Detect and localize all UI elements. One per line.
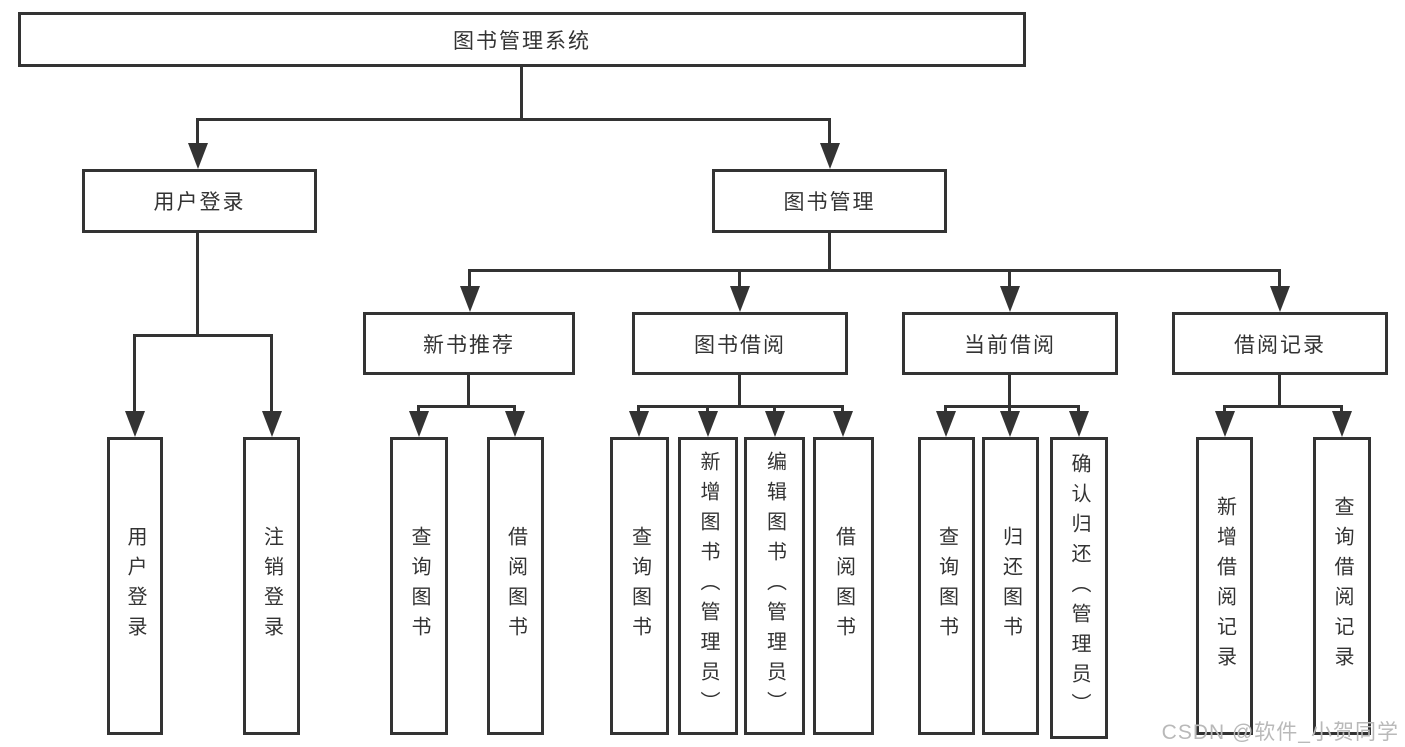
arrow-to-book-borrow-icon (730, 286, 750, 312)
leaf-rec-add-borrow-record-label: 新增借阅记录 (1213, 496, 1236, 676)
leaf-rec-add-borrow-record: 新增借阅记录 (1196, 437, 1253, 735)
connector-current-borrow-hline (944, 405, 1080, 408)
node-root-label: 图书管理系统 (453, 29, 591, 53)
leaf-bw-query-books-label: 查询图书 (628, 526, 651, 646)
connector-root-hline (196, 118, 831, 121)
node-book-borrowing: 图书借阅 (632, 312, 848, 375)
arrow-to-leaf-logout-icon (262, 411, 282, 437)
leaf-bw-borrow-books-label: 借阅图书 (832, 526, 855, 646)
leaf-rec-query-borrow-record: 查询借阅记录 (1313, 437, 1371, 735)
arrow-to-bw-query-icon (629, 411, 649, 437)
leaf-rec-query-borrow-record-label: 查询借阅记录 (1331, 496, 1353, 676)
node-borrowing-records: 借阅记录 (1172, 312, 1388, 375)
connector-stem-current-borrow (1008, 269, 1011, 289)
leaf-bw-add-books-admin-label: 新增图书（管理员） (697, 451, 719, 721)
node-book-borrowing-label: 图书借阅 (694, 333, 786, 357)
connector-book-borrow-hline (637, 405, 844, 408)
leaf-cur-return-books-label: 归还图书 (999, 526, 1022, 646)
node-user-login-label: 用户登录 (153, 191, 246, 214)
node-new-book-recommend-label: 新书推荐 (423, 333, 515, 357)
leaf-user-login: 用户登录 (107, 437, 163, 735)
connector-stem-leaf-user-login (133, 334, 136, 414)
watermark: CSDN @软件_小贺同学 (1161, 721, 1399, 744)
connector-new-book-stem (467, 375, 470, 408)
connector-stem-cur-query (944, 405, 947, 414)
node-user-login: 用户登录 (82, 169, 317, 233)
leaf-nb-borrow-books: 借阅图书 (487, 437, 544, 735)
node-root: 图书管理系统 (18, 12, 1026, 67)
leaf-bw-borrow-books: 借阅图书 (813, 437, 874, 735)
connector-stem-cur-return (1008, 405, 1011, 414)
arrow-to-user-login-icon (188, 143, 208, 169)
leaf-bw-edit-books-admin: 编辑图书（管理员） (744, 437, 805, 735)
arrow-to-rec-add-icon (1215, 411, 1235, 437)
connector-user-login-stem (196, 233, 199, 337)
connector-borrow-records-hline (1223, 405, 1343, 408)
connector-stem-book-borrow (738, 269, 741, 289)
arrow-to-nb-borrow-icon (505, 411, 525, 437)
arrow-to-cur-query-icon (936, 411, 956, 437)
arrow-to-rec-query-icon (1332, 411, 1352, 437)
node-book-management: 图书管理 (712, 169, 947, 233)
leaf-bw-edit-books-admin-label: 编辑图书（管理员） (763, 451, 786, 721)
connector-new-book-hline (417, 405, 516, 408)
connector-book-mgmt-hline (468, 269, 1281, 272)
arrow-to-cur-return-icon (1000, 411, 1020, 437)
connector-current-borrow-down (1008, 375, 1011, 408)
leaf-user-login-label: 用户登录 (124, 526, 146, 646)
connector-stem-nb-borrow (513, 405, 516, 414)
connector-stem-nb-query (417, 405, 420, 414)
leaf-bw-query-books: 查询图书 (610, 437, 669, 735)
arrow-to-current-borrow-icon (1000, 286, 1020, 312)
node-borrowing-records-label: 借阅记录 (1234, 333, 1326, 357)
connector-stem-bw-add (706, 405, 709, 414)
leaf-nb-borrow-books-label: 借阅图书 (504, 526, 527, 646)
connector-stem-rec-query (1340, 405, 1343, 414)
arrow-to-cur-confirm-icon (1069, 411, 1089, 437)
connector-stem-user-login (196, 118, 199, 146)
leaf-nb-query-books: 查询图书 (390, 437, 448, 735)
leaf-logout: 注销登录 (243, 437, 300, 735)
node-new-book-recommend: 新书推荐 (363, 312, 575, 375)
leaf-cur-query-books-label: 查询图书 (935, 526, 958, 646)
connector-stem-bw-borrow (841, 405, 844, 414)
leaf-cur-return-books: 归还图书 (982, 437, 1039, 735)
arrow-to-bw-borrow-icon (833, 411, 853, 437)
connector-stem-bw-query (637, 405, 640, 414)
arrow-to-bw-add-icon (698, 411, 718, 437)
connector-stem-book-mgmt (828, 118, 831, 146)
node-current-borrowing: 当前借阅 (902, 312, 1118, 375)
leaf-cur-query-books: 查询图书 (918, 437, 975, 735)
connector-stem-bw-edit (773, 405, 776, 414)
leaf-cur-confirm-return-admin-label: 确认归还（管理员） (1068, 453, 1090, 723)
arrow-to-book-mgmt-icon (820, 143, 840, 169)
connector-book-mgmt-stem (828, 233, 831, 272)
arrow-to-leaf-user-login-icon (125, 411, 145, 437)
connector-stem-rec-add (1223, 405, 1226, 414)
node-current-borrowing-label: 当前借阅 (964, 333, 1056, 357)
connector-stem-new-book (468, 269, 471, 289)
arrow-to-borrow-records-icon (1270, 286, 1290, 312)
connector-book-borrow-down (738, 375, 741, 408)
connector-stem-leaf-logout (270, 334, 273, 414)
arrow-to-bw-edit-icon (765, 411, 785, 437)
connector-stem-borrow-records (1278, 269, 1281, 289)
arrow-to-nb-query-icon (409, 411, 429, 437)
leaf-logout-label: 注销登录 (260, 526, 283, 646)
connector-root-stem (520, 67, 523, 119)
node-book-management-label: 图书管理 (783, 191, 876, 214)
leaf-cur-confirm-return-admin: 确认归还（管理员） (1050, 437, 1108, 739)
leaf-nb-query-books-label: 查询图书 (408, 526, 430, 646)
arrow-to-new-book-icon (460, 286, 480, 312)
leaf-bw-add-books-admin: 新增图书（管理员） (678, 437, 738, 735)
connector-borrow-records-down (1278, 375, 1281, 408)
connector-user-login-hline (133, 334, 273, 337)
connector-stem-cur-confirm (1077, 405, 1080, 414)
